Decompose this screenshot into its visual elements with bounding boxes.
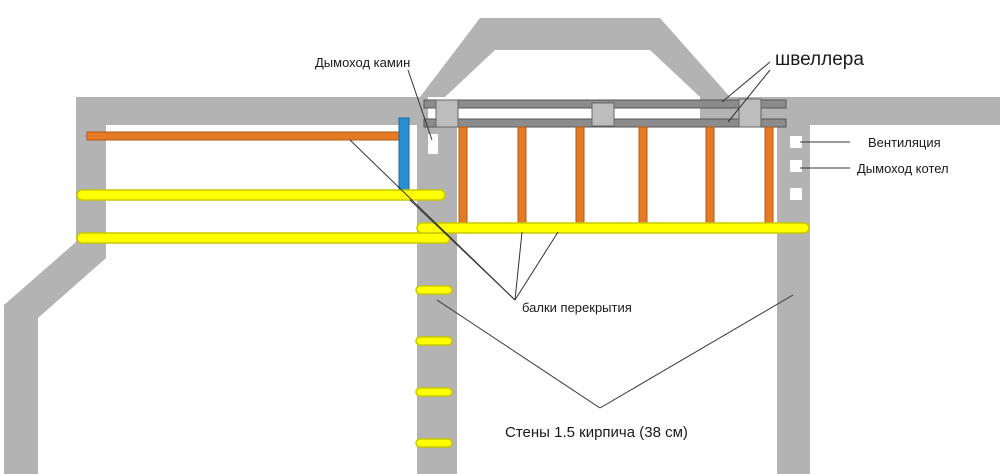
rafter bbox=[705, 126, 715, 227]
rafter bbox=[575, 126, 585, 227]
label-ventilation: Вентиляция bbox=[868, 135, 941, 150]
stair-tread bbox=[415, 336, 453, 346]
channels bbox=[423, 98, 787, 128]
floor-beam bbox=[76, 189, 446, 201]
fireplace-flue-hole bbox=[428, 134, 438, 154]
label-boiler-chimney: Дымоход котел bbox=[857, 161, 949, 176]
rafter bbox=[517, 126, 527, 227]
label-floor-beams: балки перекрытия bbox=[522, 300, 632, 315]
leader-line bbox=[436, 299, 601, 409]
labels: Дымоход камин швеллера Вентиляция Дымохо… bbox=[315, 49, 949, 441]
top-wall-left bbox=[76, 97, 428, 125]
gable-wall bbox=[420, 18, 730, 97]
rafter bbox=[764, 126, 774, 227]
fireplace-chimney-pipe bbox=[398, 117, 410, 195]
channel-plate bbox=[435, 99, 459, 128]
label-fireplace-chimney: Дымоход камин bbox=[315, 55, 410, 70]
label-walls: Стены 1.5 кирпича (38 см) bbox=[505, 424, 688, 441]
stair-tread bbox=[415, 387, 453, 397]
rafter bbox=[458, 126, 468, 227]
leader-lines bbox=[349, 61, 850, 409]
leader-line bbox=[409, 199, 516, 301]
upper-left-beam bbox=[86, 131, 403, 141]
leader-line bbox=[727, 69, 771, 123]
channel-plate bbox=[738, 98, 762, 128]
leader-line bbox=[514, 231, 559, 301]
leader-line bbox=[599, 294, 794, 409]
leader-line bbox=[407, 69, 433, 141]
floor-beam bbox=[416, 222, 810, 234]
rafter bbox=[638, 126, 648, 227]
leader-line bbox=[721, 61, 771, 103]
floor-beams bbox=[76, 189, 810, 448]
channel-plate bbox=[591, 102, 615, 127]
walls bbox=[4, 18, 1000, 474]
label-channels: швеллера bbox=[775, 49, 864, 70]
vent-hole bbox=[790, 136, 802, 148]
extra-flue-hole bbox=[790, 188, 802, 200]
left-wall-diagonal bbox=[4, 242, 106, 474]
floor-beam bbox=[76, 232, 451, 244]
stair-tread bbox=[415, 285, 453, 295]
leader-line bbox=[514, 231, 523, 301]
center-wall bbox=[417, 125, 457, 474]
left-wall-upper bbox=[76, 97, 106, 242]
stair-tread bbox=[415, 438, 453, 448]
boiler-flue-hole bbox=[790, 160, 802, 172]
